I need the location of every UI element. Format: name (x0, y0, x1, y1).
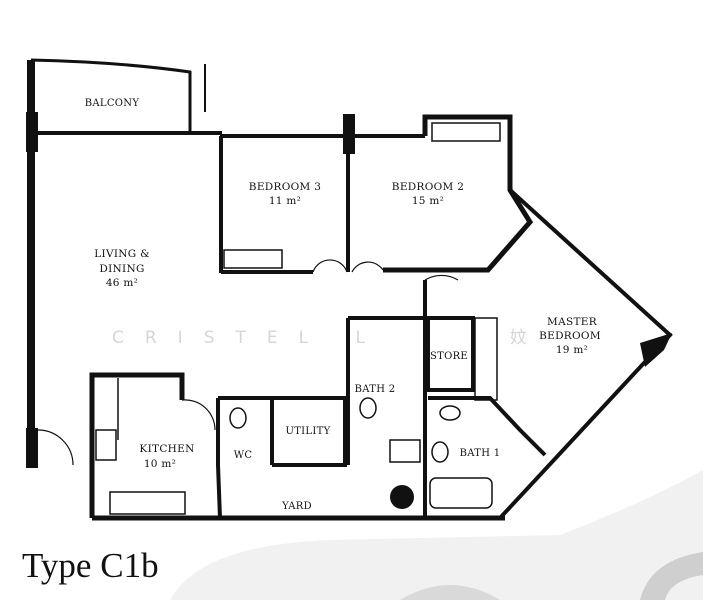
yard-label: YARD (281, 501, 312, 512)
watermark-text: CRISTEL L (112, 328, 386, 348)
kitchen-area: 10 m² (144, 458, 176, 470)
bath1-label: BATH 1 (460, 448, 501, 459)
bedroom2-label: BEDROOM 2 (392, 181, 464, 193)
living-area: 46 m² (106, 277, 138, 289)
master-area: 19 m² (556, 344, 588, 356)
master-label-1: MASTER (547, 316, 598, 328)
kitchen-label: KITCHEN (139, 443, 194, 455)
room-labels: BALCONY BEDROOM 3 11 m² BEDROOM 2 15 m² … (85, 98, 601, 512)
background-swoosh (170, 470, 703, 600)
utility-label: UTILITY (285, 426, 330, 437)
plan-type-title: Type C1b (22, 546, 159, 585)
watermark-glyph: 妏 (510, 328, 527, 348)
living-label-2: DINING (99, 263, 144, 275)
wc-label: WC (234, 450, 253, 461)
bedroom2-area: 15 m² (412, 195, 444, 207)
balcony-label: BALCONY (85, 98, 140, 109)
master-label-2: BEDROOM (539, 330, 601, 342)
store-label: STORE (430, 351, 468, 362)
walls (26, 58, 673, 521)
bedroom3-area: 11 m² (269, 195, 301, 207)
living-label-1: LIVING & (94, 248, 150, 260)
bath2-label: BATH 2 (355, 384, 396, 395)
bedroom3-label: BEDROOM 3 (249, 181, 321, 193)
